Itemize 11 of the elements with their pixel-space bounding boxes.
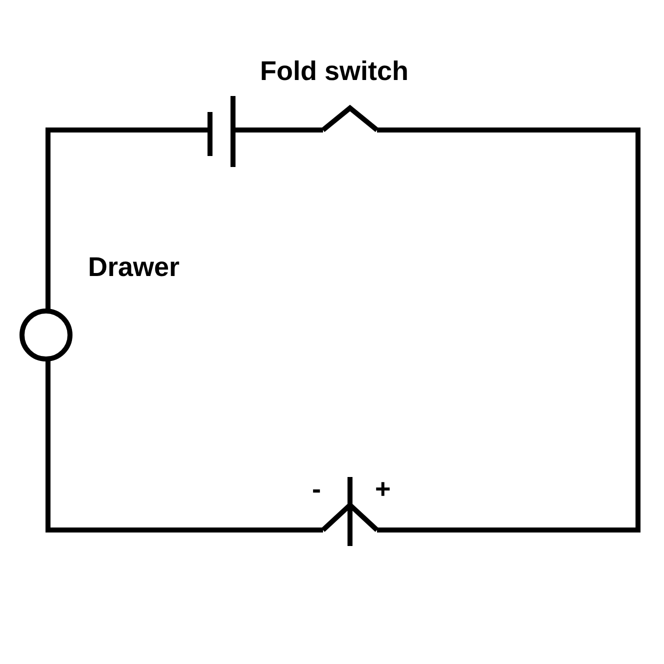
- component-label: Drawer: [88, 254, 180, 281]
- polarity-sign: +: [375, 476, 391, 503]
- component-label: Fold switch: [260, 58, 408, 85]
- wire: [46, 128, 210, 311]
- battery-symbol: [208, 96, 236, 167]
- switch-symbol: [321, 104, 379, 132]
- wire: [233, 128, 323, 132]
- wire: [46, 359, 323, 532]
- polarity-sign: -: [312, 476, 321, 503]
- wire: [377, 128, 640, 532]
- lamp-symbol: [20, 308, 72, 362]
